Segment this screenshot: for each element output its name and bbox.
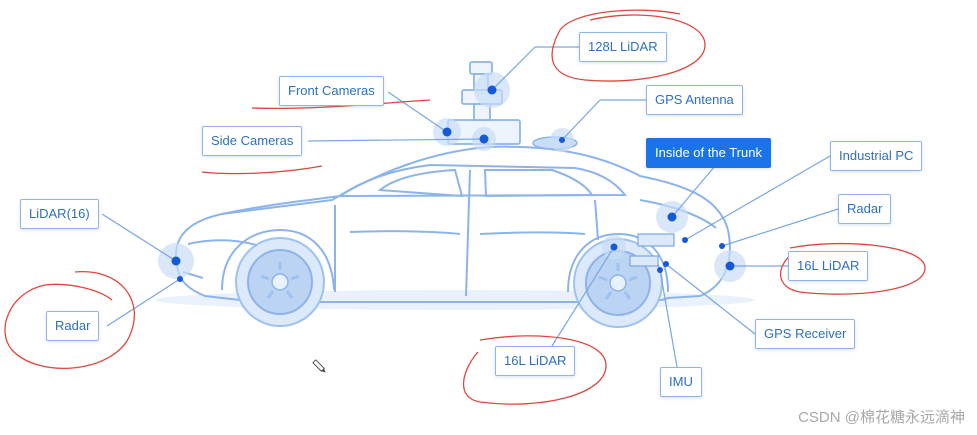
annotation-circle-128l-lidar	[551, 9, 706, 82]
sensor-dot-front-radar	[177, 276, 183, 282]
label-radar-rear: Radar	[838, 194, 892, 224]
annotation-circle-lidar16-bottom	[462, 335, 607, 405]
label-industrial-pc: Industrial PC	[830, 141, 923, 171]
sensor-dot-imu	[657, 267, 663, 273]
red-annotations	[4, 9, 926, 405]
label-inside-trunk: Inside of the Trunk	[646, 138, 771, 168]
annotation-circle-radar-front	[4, 271, 135, 369]
leader-lines	[101, 46, 839, 368]
label-128l-lidar: 128L LiDAR	[579, 32, 667, 62]
label-front-cameras: Front Cameras	[279, 76, 384, 106]
sensor-dot-trunk	[667, 212, 677, 222]
car-body	[174, 145, 731, 303]
sensor-dot-front-cameras	[442, 127, 452, 137]
label-side-cameras: Side Cameras	[202, 126, 303, 156]
trunk-equipment	[629, 233, 675, 267]
front-wheel	[235, 237, 325, 327]
sensor-dots	[171, 85, 735, 282]
label-lidar16-front: LiDAR(16)	[20, 199, 99, 229]
label-gps-antenna: GPS Antenna	[646, 85, 743, 115]
sensor-dot-gps-receiver	[663, 261, 669, 267]
label-16l-lidar-rear: 16L LiDAR	[788, 251, 869, 281]
annotation-underline-front-cameras	[251, 99, 431, 110]
sensor-dot-industrial-pc	[682, 237, 688, 243]
sensor-dot-side-lidar16	[610, 243, 618, 251]
pencil-cursor-icon	[312, 359, 326, 373]
sensor-dot-front-lidar16	[171, 256, 181, 266]
sensor-dot-rear-lidar16	[725, 261, 735, 271]
label-imu: IMU	[660, 367, 702, 397]
sensor-dot-128l-lidar	[487, 85, 497, 95]
sensor-dot-side-cameras	[479, 134, 489, 144]
annotation-underline-side-cameras	[201, 165, 323, 175]
sensor-dot-gps-antenna	[559, 137, 565, 143]
annotation-circle-lidar16-rear	[779, 242, 926, 295]
label-16l-lidar-bottom: 16L LiDAR	[495, 346, 576, 376]
sensor-dot-rear-radar	[719, 243, 725, 249]
wheel-arches	[221, 228, 669, 293]
watermark: CSDN @棉花糖永远滴神	[798, 409, 965, 426]
label-gps-receiver: GPS Receiver	[755, 319, 856, 349]
label-radar-front: Radar	[46, 311, 100, 341]
